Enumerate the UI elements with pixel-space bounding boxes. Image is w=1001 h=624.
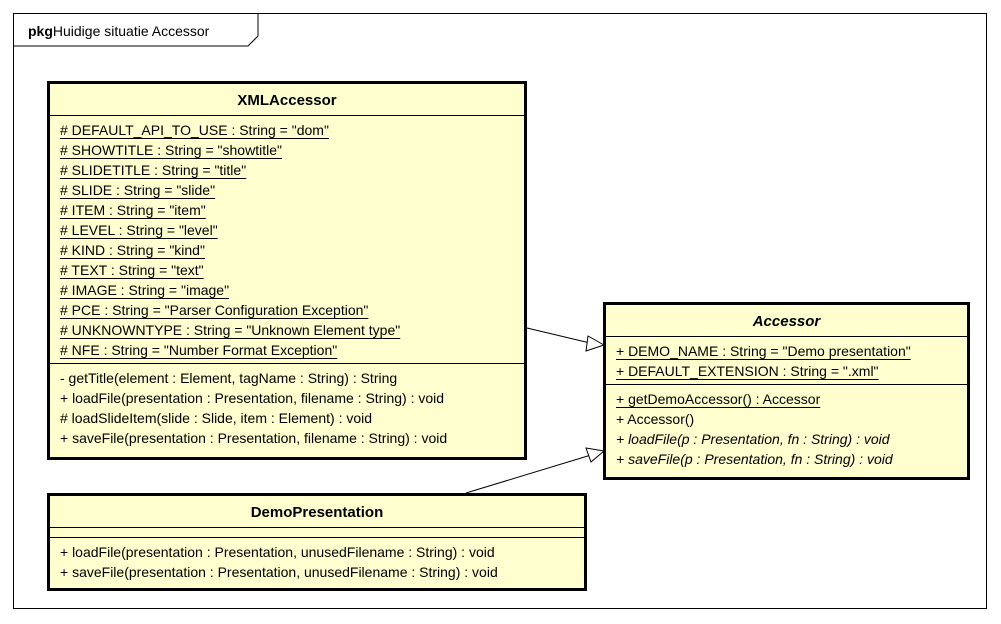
package-label: pkgHuidige situatie Accessor — [14, 14, 237, 44]
operation: + loadFile(presentation : Presentation, … — [60, 390, 445, 406]
operation: + loadFile(p : Presentation, fn : String… — [616, 431, 890, 447]
operation: + saveFile(presentation : Presentation, … — [60, 564, 498, 580]
class-name: Accessor — [606, 305, 967, 337]
attribute: # UNKNOWNTYPE : String = "Unknown Elemen… — [60, 322, 401, 338]
class-name: XMLAccessor — [50, 84, 524, 116]
package-tab-outline — [14, 14, 259, 47]
attribute: # PCE : String = "Parser Configuration E… — [60, 302, 369, 318]
generalization-line-xmlaccessor — [526, 327, 591, 344]
generalization-arrowhead-demopresentation — [585, 447, 606, 463]
operation: + loadFile(presentation : Presentation, … — [60, 544, 495, 560]
attributes-compartment — [50, 528, 584, 538]
operations-compartment: + loadFile(presentation : Presentation, … — [50, 538, 584, 585]
generalization-line-demopresentation — [465, 454, 592, 494]
class-accessor[interactable]: Accessor + DEMO_NAME : String = "Demo pr… — [603, 302, 970, 480]
attribute: # KIND : String = "kind" — [60, 242, 205, 258]
operation: + Accessor() — [616, 411, 695, 427]
class-demopresentation[interactable]: DemoPresentation + loadFile(presentation… — [47, 493, 587, 591]
attribute: # SLIDE : String = "slide" — [60, 182, 216, 198]
attribute: + DEMO_NAME : String = "Demo presentatio… — [616, 343, 911, 359]
operation: + getDemoAccessor() : Accessor — [616, 391, 821, 407]
operation: + saveFile(presentation : Presentation, … — [60, 430, 448, 446]
operation: + saveFile(p : Presentation, fn : String… — [616, 451, 893, 467]
attribute: # NFE : String = "Number Format Exceptio… — [60, 342, 338, 358]
operations-compartment: - getTitle(element : Element, tagName : … — [50, 364, 524, 451]
attribute: # IMAGE : String = "image" — [60, 282, 230, 298]
operation: - getTitle(element : Element, tagName : … — [60, 370, 398, 386]
attribute: # DEFAULT_API_TO_USE : String = "dom" — [60, 122, 329, 138]
generalization-arrowhead-xmlaccessor — [585, 335, 606, 352]
attribute: # SLIDETITLE : String = "title" — [60, 162, 247, 178]
package-frame: pkgHuidige situatie Accessor — [13, 13, 987, 609]
class-xmlaccessor[interactable]: XMLAccessor # DEFAULT_API_TO_USE : Strin… — [47, 81, 527, 460]
attribute: # TEXT : String = "text" — [60, 262, 204, 278]
attributes-compartment: # DEFAULT_API_TO_USE : String = "dom" # … — [50, 116, 524, 364]
attribute: # LEVEL : String = "level" — [60, 222, 218, 238]
attribute: # ITEM : String = "item" — [60, 202, 206, 218]
attribute: + DEFAULT_EXTENSION : String = ".xml" — [616, 363, 879, 379]
package-keyword: pkg — [28, 23, 53, 39]
class-name: DemoPresentation — [50, 496, 584, 528]
attribute: # SHOWTITLE : String = "showtitle" — [60, 142, 282, 158]
package-name: Huidige situatie Accessor — [52, 23, 210, 39]
attributes-compartment: + DEMO_NAME : String = "Demo presentatio… — [606, 337, 967, 385]
operations-compartment: + getDemoAccessor() : Accessor + Accesso… — [606, 385, 967, 472]
operation: # loadSlideItem(slide : Slide, item : El… — [60, 410, 373, 426]
